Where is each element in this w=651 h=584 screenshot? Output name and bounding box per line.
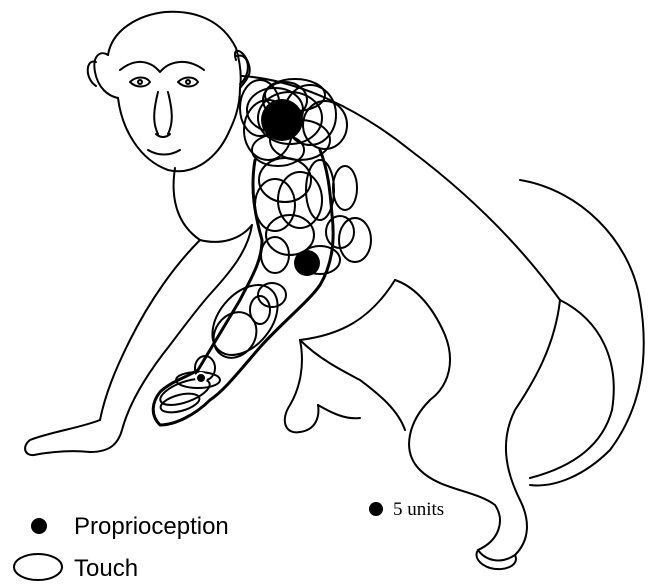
legend-proprioception-dot-icon — [31, 518, 47, 534]
scale-label: 5 units — [393, 499, 444, 520]
legend: Proprioception Touch — [14, 513, 229, 582]
legend-proprioception-label: Proprioception — [74, 513, 229, 540]
legend-touch-label: Touch — [74, 555, 138, 582]
proprioception-dot-elbow — [294, 250, 320, 276]
proprioception-dot-wrist — [196, 373, 206, 383]
legend-touch-ellipse-icon — [14, 554, 62, 580]
scale-note: 5 units — [369, 499, 444, 520]
scale-dot — [369, 502, 383, 516]
proprioception-dot-shoulder — [261, 99, 303, 141]
monkey-outline — [25, 12, 644, 569]
